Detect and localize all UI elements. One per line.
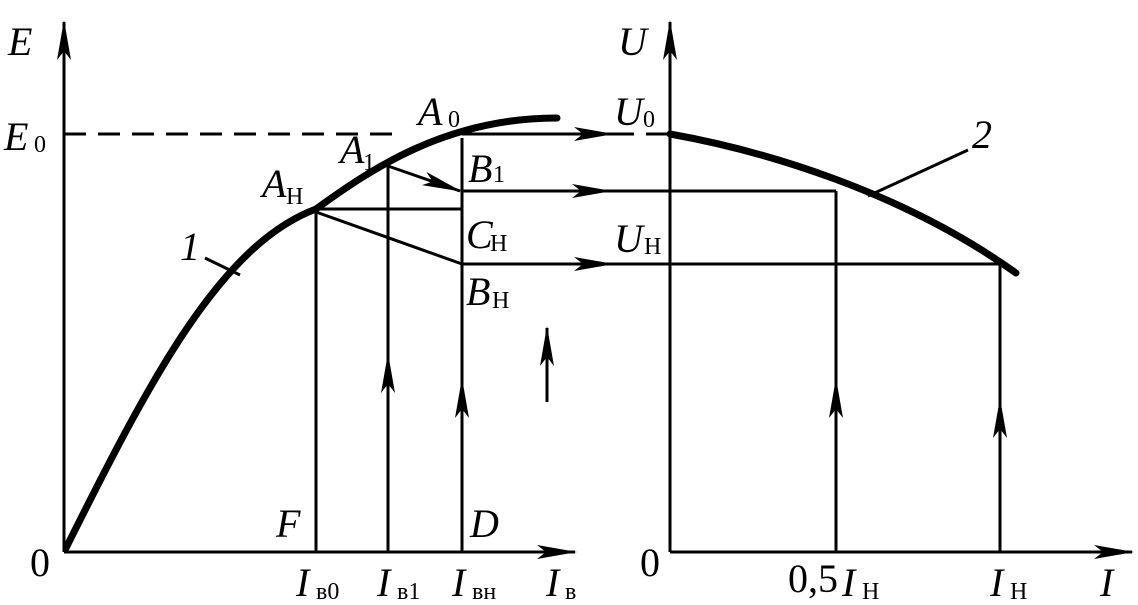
curve-1-no-load: [62, 114, 561, 552]
right-y-axis-label: U: [618, 19, 650, 64]
u0-label-sub: 0: [643, 107, 655, 133]
un-label-sub: Н: [644, 234, 661, 260]
tick-ib1-label: I: [376, 560, 392, 605]
curve-2-label: 2: [972, 112, 992, 157]
point-a1-label: A: [337, 127, 365, 172]
e0-label: E: [3, 114, 28, 159]
point-a1-sub: 1: [363, 150, 375, 176]
left-x-axis-label-sub: в: [565, 579, 576, 605]
curve-1-leader: [204, 256, 241, 277]
point-b1-sub: 1: [493, 162, 505, 188]
curve-1-label: 1: [180, 224, 200, 269]
tick-in-sub: Н: [1010, 579, 1027, 605]
point-cn-sub: Н: [490, 231, 507, 257]
tick-half-in-sub: Н: [862, 579, 879, 605]
tick-ib0-label: I: [295, 560, 311, 605]
point-bn-label: B: [466, 269, 490, 314]
curve-2-leader: [867, 148, 969, 198]
un-label: U: [614, 216, 646, 261]
tick-ib1-sub: в1: [397, 579, 420, 605]
line-a1-b1: [387, 164, 462, 193]
curve-2-external: [666, 130, 1020, 277]
tick-ibn-label: I: [451, 560, 467, 605]
right-x-axis-label: I: [1099, 560, 1115, 605]
point-b1-label: B: [468, 146, 492, 191]
right-origin-label: 0: [640, 540, 660, 585]
u0-label: U: [614, 89, 646, 134]
tick-half-in-label: I: [841, 560, 857, 605]
tick-ib0-sub: в0: [316, 579, 339, 605]
line-an-bn: [315, 210, 463, 266]
left-x-axis-label: I: [545, 560, 561, 605]
point-d-label: D: [469, 501, 499, 546]
point-a0-sub: 0: [448, 107, 460, 133]
point-an-label: A: [259, 161, 287, 206]
point-bn-sub: Н: [492, 288, 509, 314]
tick-in-label: I: [989, 560, 1005, 605]
point-cn-label: C: [466, 212, 494, 257]
e0-label-sub: 0: [34, 132, 46, 158]
point-f-label: F: [275, 501, 301, 546]
tick-half-in-prefix: 0,5: [788, 556, 848, 601]
tick-ibn-sub: вн: [472, 579, 496, 605]
left-origin-label: 0: [30, 540, 50, 585]
point-a0-label: A: [415, 89, 443, 134]
point-an-sub: Н: [286, 184, 303, 210]
left-y-axis-label: E: [7, 19, 32, 64]
